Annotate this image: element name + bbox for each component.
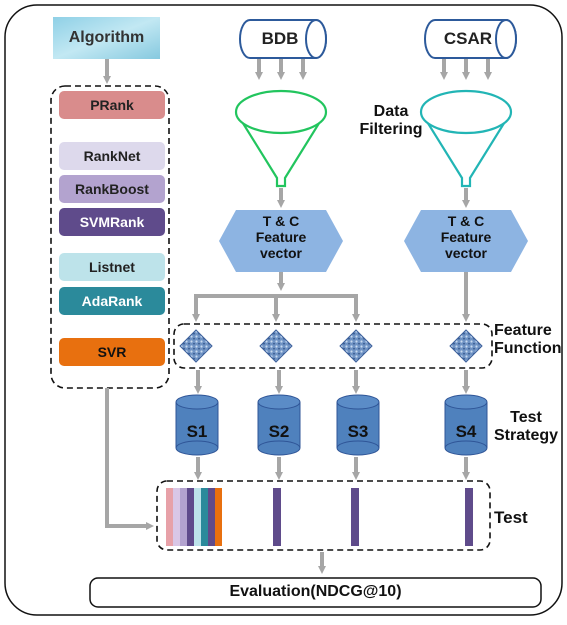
data-filtering-label: Data Filtering (350, 103, 432, 140)
feature-function-line-1: Feature (494, 322, 552, 339)
s1-test-bar-1 (166, 488, 173, 546)
test-result-bars (166, 488, 473, 546)
algorithm-header-box (53, 17, 160, 59)
s1-label: S1 (186, 422, 208, 441)
test-group-frame (156, 480, 491, 551)
algorithm-group-frame (50, 85, 170, 389)
test-strategy-line-1: Test (510, 409, 542, 426)
algorithm-ranknet: RankNet (59, 142, 165, 170)
algorithm-svmrank: SVMRank (59, 208, 165, 236)
feature-function-crystals (179, 329, 483, 363)
bdb-label: BDB (261, 29, 299, 48)
test-strategy-label: Test Strategy (488, 409, 564, 446)
s3-label: S3 (347, 422, 369, 441)
feature-crystal-3 (339, 329, 373, 363)
algorithm-listnet: Listnet (59, 253, 165, 281)
function-to-strategy-arrows (194, 370, 470, 394)
algorithm-adarank: AdaRank (59, 287, 165, 315)
evaluation-box (89, 577, 542, 608)
s4-test-bar (465, 488, 473, 546)
s2-test-bar (273, 488, 281, 546)
s4-cylinder-icon (444, 394, 488, 456)
bdb-feature-vector-hexagon (219, 210, 343, 272)
arrow-algorithms-to-test (105, 388, 154, 530)
bdb-fv-line-2: Feature (255, 229, 307, 246)
algorithm-header-label: Algorithm (68, 29, 145, 46)
feature-function-label: Feature Function (494, 322, 564, 359)
csar-funnel-icon (419, 89, 513, 188)
s1-test-bar-3 (180, 488, 187, 546)
bdb-feature-vector-label: T & C Feature vector (236, 213, 326, 261)
feature-function-line-2: Function (494, 340, 562, 358)
algorithm-prank: PRank (59, 91, 165, 119)
data-filtering-line-2: Filtering (359, 121, 423, 139)
db-to-funnel-arrows (255, 59, 492, 80)
bdb-database-icon (239, 19, 327, 59)
strategy-to-test-arrows (194, 457, 470, 480)
csar-fv-line-2: Feature (440, 229, 492, 246)
data-filtering-line-1: Data (373, 103, 409, 120)
bdb-funnel-icon (234, 89, 328, 188)
algorithm-svr: SVR (59, 338, 165, 366)
test-strategy-cylinders (175, 394, 488, 456)
s1-test-bar-8 (215, 488, 222, 546)
test-strategy-line-2: Strategy (493, 427, 559, 445)
s2-cylinder-icon (257, 394, 301, 456)
feature-crystal-4 (449, 329, 483, 363)
feature-crystal-1 (179, 329, 213, 363)
s1-test-bar-7 (208, 488, 215, 546)
algorithm-rankboost: RankBoost (59, 175, 165, 203)
vector-to-function-arrows (192, 272, 470, 322)
s3-test-bar (351, 488, 359, 546)
s2-label: S2 (268, 422, 290, 441)
csar-feature-vector-hexagon (404, 210, 528, 272)
evaluation-label: Evaluation(NDCG@10) (229, 583, 402, 600)
test-label: Test (494, 508, 528, 527)
s1-cylinder-icon (175, 394, 219, 456)
csar-database-icon (424, 19, 517, 59)
s1-test-bar-5 (194, 488, 201, 546)
s3-cylinder-icon (336, 394, 380, 456)
bdb-fv-line-3: vector (259, 245, 303, 262)
bdb-fv-line-1: T & C (262, 213, 300, 229)
csar-fv-line-3: vector (444, 245, 488, 262)
csar-label: CSAR (443, 29, 493, 48)
s1-test-bar-4 (187, 488, 194, 546)
s1-test-bar-6 (201, 488, 208, 546)
s4-label: S4 (455, 422, 477, 441)
feature-function-group-frame (173, 323, 493, 369)
s1-test-bar-2 (173, 488, 180, 546)
feature-crystal-2 (259, 329, 293, 363)
csar-feature-vector-label: T & C Feature vector (421, 213, 511, 261)
csar-fv-line-1: T & C (447, 213, 485, 229)
